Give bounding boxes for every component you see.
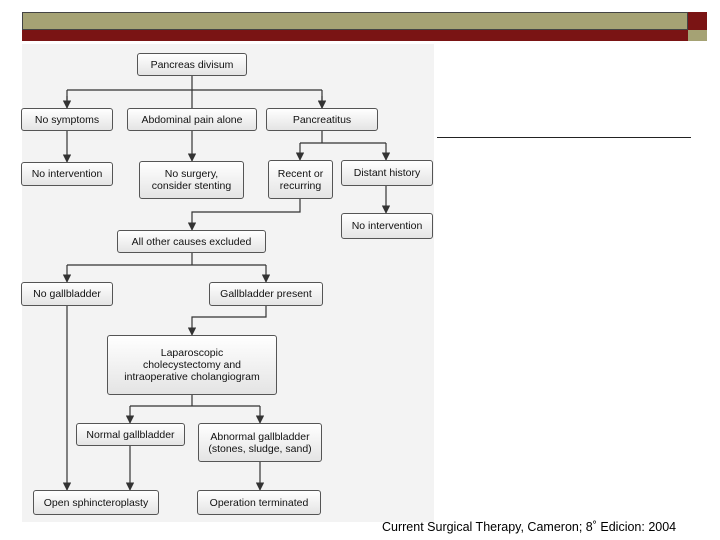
node-abdominal-pain: Abdominal pain alone [127, 108, 257, 131]
node-normal-gallbladder: Normal gallbladder [76, 423, 185, 446]
connector-pancreatitis-branch [300, 131, 386, 144]
node-no-intervention-2: No intervention [341, 213, 433, 239]
node-pancreatitis: Pancreatitus [266, 108, 378, 131]
node-gallbladder-present: Gallbladder present [209, 282, 323, 306]
connector-present-laparoscopic [187, 306, 267, 336]
node-all-other-causes: All other causes excluded [117, 230, 266, 253]
connector-laparoscopic-branch [130, 395, 260, 407]
header-bar-maroon [22, 30, 688, 41]
divider-line [437, 137, 691, 138]
connector-divisum-branch [66, 76, 322, 108]
node-laparoscopic: Laparoscopic cholecystectomy and intraop… [107, 335, 277, 395]
node-abnormal-gallbladder: Abnormal gallbladder (stones, sludge, sa… [198, 423, 322, 462]
header-square-olive [688, 30, 707, 41]
node-no-gallbladder: No gallbladder [21, 282, 113, 306]
header-square-maroon [688, 12, 707, 30]
node-recent-recurring: Recent or recurring [268, 160, 333, 199]
node-open-sphincteroplasty: Open sphincteroplasty [33, 490, 159, 515]
node-operation-terminated: Operation terminated [197, 490, 321, 515]
node-no-surgery: No surgery, consider stenting [139, 161, 244, 199]
source-caption: Current Surgical Therapy, Cameron; 8˚ Ed… [382, 520, 677, 534]
connector-recent-causes [187, 199, 301, 231]
node-pancreas-divisum: Pancreas divisum [137, 53, 247, 76]
node-distant-history: Distant history [341, 160, 433, 186]
header-bar-olive [22, 12, 688, 30]
node-no-intervention-1: No intervention [21, 162, 113, 186]
node-no-symptoms: No symptoms [21, 108, 113, 131]
connector-causes-branch [67, 253, 266, 266]
